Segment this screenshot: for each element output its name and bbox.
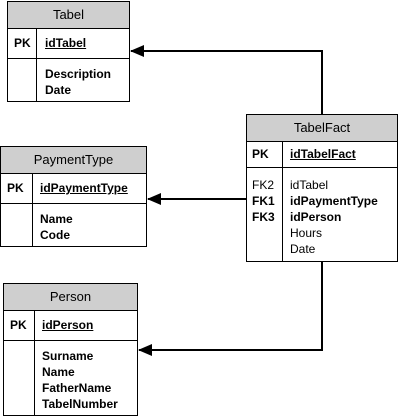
pk-field: idTabel <box>45 36 87 50</box>
pk-label: PK <box>252 147 269 161</box>
fk-label: FK3 <box>252 210 275 224</box>
pk-field: idPaymentType <box>40 181 128 195</box>
field: TabelNumber <box>42 397 118 411</box>
field: Date <box>290 242 316 256</box>
entity-person[interactable]: Person PK idPerson Surname Name FatherNa… <box>3 283 138 416</box>
entity-tabelfact[interactable]: TabelFact PK idTabelFact FK2 FK1 FK3 idT… <box>246 114 398 262</box>
entity-title: PaymentType <box>1 147 146 174</box>
entity-title: Tabel <box>8 2 129 29</box>
field: Hours <box>290 226 323 240</box>
fk-label: FK2 <box>252 178 275 192</box>
field: FatherName <box>42 381 112 395</box>
entity-tabel[interactable]: Tabel PK idTabel Description Date <box>7 1 130 102</box>
field: idTabel <box>290 178 329 192</box>
pk-field: idPerson <box>42 318 94 332</box>
pk-label: PK <box>7 181 24 195</box>
pk-field: idTabelFact <box>290 147 356 161</box>
field: idPerson <box>290 210 342 224</box>
field: Surname <box>42 349 94 363</box>
entity-title: Person <box>4 284 137 311</box>
relationship-tabelfact-person <box>138 262 323 356</box>
fk-label: FK1 <box>252 194 275 208</box>
field: idPaymentType <box>290 194 378 208</box>
field: Name <box>40 212 73 226</box>
pk-label: PK <box>10 318 27 332</box>
entity-paymenttype[interactable]: PaymentType PK idPaymentType Name Code <box>0 146 147 247</box>
field: Name <box>42 365 75 379</box>
pk-label: PK <box>14 36 31 50</box>
field: Code <box>40 228 70 242</box>
entity-title: TabelFact <box>247 115 397 142</box>
field: Date <box>45 83 72 97</box>
field: Description <box>45 67 112 81</box>
relationship-tabelfact-tabel <box>130 45 323 114</box>
